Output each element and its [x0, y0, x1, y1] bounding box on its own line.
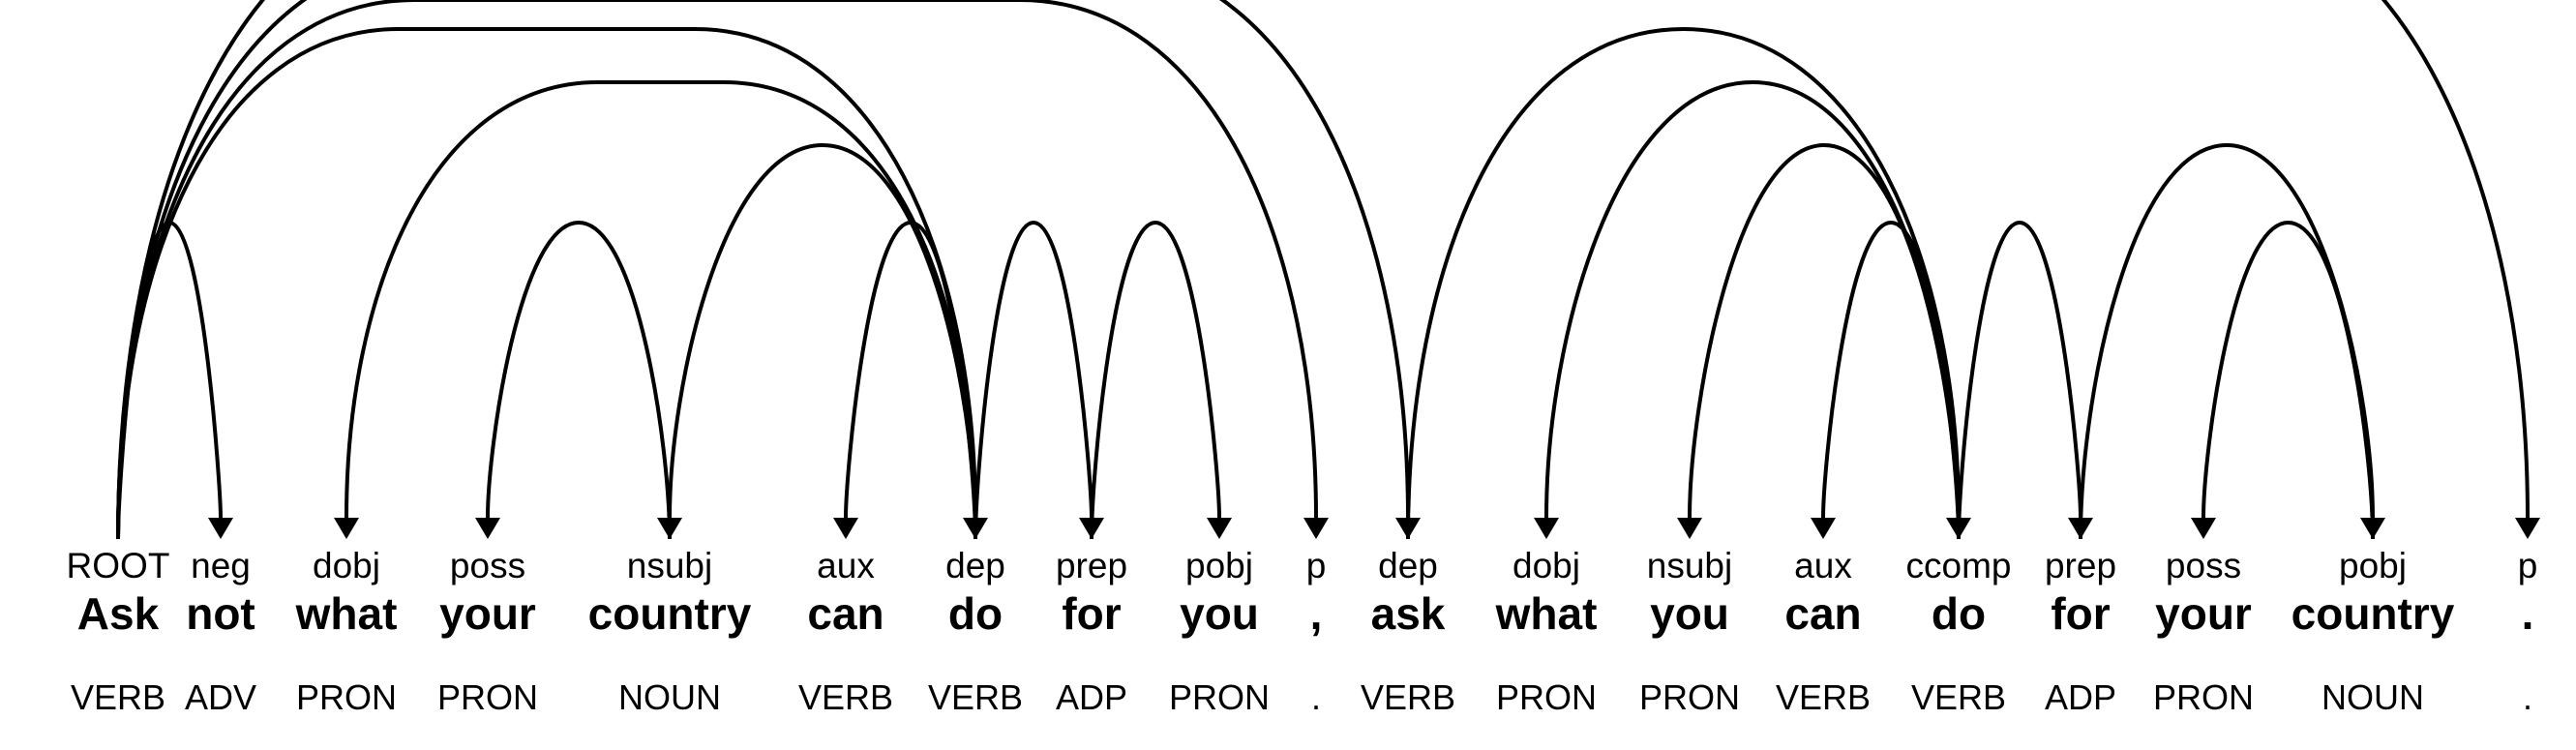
- dep-label-7: prep: [1056, 546, 1127, 585]
- arrow-head-icon-p-17: [2515, 518, 2540, 539]
- pos-tag-16: PRON: [2153, 677, 2254, 717]
- dependency-arc-prep-14: [1957, 220, 2082, 540]
- dep-label-6: dep: [945, 546, 1005, 585]
- arrow-head-icon-p-8: [1303, 518, 1329, 539]
- pos-tag-3: PRON: [437, 677, 538, 717]
- arrow-head-icon-aux-4: [833, 518, 858, 539]
- dep-label-1: neg: [191, 546, 251, 585]
- dependency-arc-pobj-7: [1090, 220, 1221, 540]
- word-token-13[interactable]: can: [1784, 588, 1861, 639]
- word-token-11[interactable]: what: [1495, 588, 1598, 639]
- dependency-arc-poss-2: [486, 220, 672, 540]
- word-token-5[interactable]: can: [807, 588, 884, 639]
- dependency-arc-p-17: [116, 0, 2530, 540]
- pos-tag-0: VERB: [71, 677, 165, 717]
- pos-tag-8: PRON: [1169, 677, 1270, 717]
- arrow-head-icon-ccomp-13: [1946, 518, 1971, 539]
- dep-label-4: nsubj: [627, 546, 712, 585]
- dependency-arc-pobj-16: [2079, 142, 2375, 540]
- word-token-10[interactable]: ask: [1371, 588, 1446, 639]
- pos-tag-17: NOUN: [2321, 677, 2424, 717]
- dependency-arc-dobj-1: [344, 80, 977, 540]
- word-token-12[interactable]: you: [1650, 588, 1729, 639]
- arrow-head-icon-dep-9: [1395, 518, 1421, 539]
- dependency-arc-ccomp-13: [1406, 26, 1961, 540]
- pos-tag-14: VERB: [1911, 677, 2006, 717]
- pos-tag-6: VERB: [928, 677, 1023, 717]
- arrow-head-icon-nsubj-3: [657, 518, 682, 539]
- dep-label-16: poss: [2166, 546, 2241, 585]
- dep-label-3: poss: [450, 546, 525, 585]
- pos-tag-5: VERB: [798, 677, 893, 717]
- arrow-head-icon-prep-6: [1079, 518, 1104, 539]
- dep-label-0: ROOT: [67, 546, 170, 585]
- word-token-0[interactable]: Ask: [77, 588, 160, 639]
- dep-label-13: aux: [1794, 546, 1852, 585]
- pos-tag-13: VERB: [1776, 677, 1871, 717]
- dependency-arc-neg-0: [116, 220, 223, 540]
- dep-label-5: aux: [817, 546, 875, 585]
- arrow-head-icon-nsubj-11: [1677, 518, 1702, 539]
- dependency-arc-dobj-10: [1544, 79, 1961, 540]
- word-token-17[interactable]: country: [2291, 588, 2455, 639]
- arrow-head-icon-dobj-1: [334, 518, 359, 539]
- word-token-9[interactable]: ,: [1310, 588, 1323, 639]
- dep-label-17: pobj: [2339, 546, 2407, 585]
- dep-label-14: ccomp: [1906, 546, 2012, 585]
- pos-tag-18: .: [2523, 677, 2532, 717]
- word-token-6[interactable]: do: [948, 588, 1003, 639]
- arrow-head-icon-pobj-7: [1207, 518, 1232, 539]
- pos-tag-7: ADP: [1056, 677, 1127, 717]
- dep-label-8: pobj: [1185, 546, 1253, 585]
- dependency-arc-dep-5: [116, 27, 977, 540]
- pos-tag-2: PRON: [296, 677, 397, 717]
- arrow-head-icon-dep-5: [963, 518, 988, 539]
- arrowheads-layer: [208, 518, 2540, 539]
- dependency-arc-prep-6: [973, 220, 1093, 540]
- dependency-arc-aux-4: [844, 220, 977, 540]
- pos-tags-layer: VERB ADV PRON PRON NOUN VERB VERB ADP PRON. VERB P…: [71, 677, 2532, 717]
- word-token-15[interactable]: for: [2051, 588, 2110, 639]
- dep-label-9: p: [1306, 546, 1327, 585]
- arrow-head-icon-poss-15: [2191, 518, 2216, 539]
- arrow-head-icon-dobj-10: [1534, 518, 1559, 539]
- word-token-14[interactable]: do: [1932, 588, 1986, 639]
- dep-labels-layer: ROOT neg dobj poss nsubj aux dep prep pobj p dep do…: [67, 546, 2538, 585]
- word-token-3[interactable]: your: [439, 588, 536, 639]
- dependency-arc-nsubj-3: [668, 142, 977, 540]
- arrow-head-icon-aux-12: [1811, 518, 1836, 539]
- arrow-head-icon-prep-14: [2068, 518, 2093, 539]
- word-token-4[interactable]: country: [588, 588, 752, 639]
- pos-tag-15: ADP: [2045, 677, 2116, 717]
- word-token-1[interactable]: not: [186, 588, 255, 639]
- dep-label-10: dep: [1378, 546, 1438, 585]
- arrow-head-icon-neg-0: [208, 518, 233, 539]
- arrow-head-icon-poss-2: [475, 518, 500, 539]
- pos-tag-10: VERB: [1361, 677, 1455, 717]
- arrow-head-icon-pobj-16: [2360, 518, 2385, 539]
- dep-label-2: dobj: [313, 546, 380, 585]
- dep-label-11: dobj: [1513, 546, 1580, 585]
- pos-tag-11: PRON: [1496, 677, 1597, 717]
- pos-tag-9: .: [1311, 677, 1321, 717]
- dependency-arc-poss-15: [2202, 220, 2375, 540]
- dep-label-12: nsubj: [1647, 546, 1732, 585]
- pos-tag-1: ADV: [185, 677, 256, 717]
- dependency-arc-aux-12: [1821, 220, 1961, 540]
- word-token-16[interactable]: your: [2155, 588, 2252, 639]
- dep-label-18: p: [2518, 546, 2538, 585]
- pos-tag-12: PRON: [1639, 677, 1740, 717]
- word-token-8[interactable]: you: [1180, 588, 1259, 639]
- dependency-arc-dep-9: [116, 0, 1410, 540]
- arcs-layer: [116, 0, 2530, 540]
- pos-tag-4: NOUN: [618, 677, 721, 717]
- dep-label-15: prep: [2045, 546, 2116, 585]
- word-token-7[interactable]: for: [1062, 588, 1121, 639]
- dependency-arc-p-8: [116, 0, 1318, 540]
- word-token-18[interactable]: .: [2522, 588, 2534, 639]
- word-token-2[interactable]: what: [295, 588, 398, 639]
